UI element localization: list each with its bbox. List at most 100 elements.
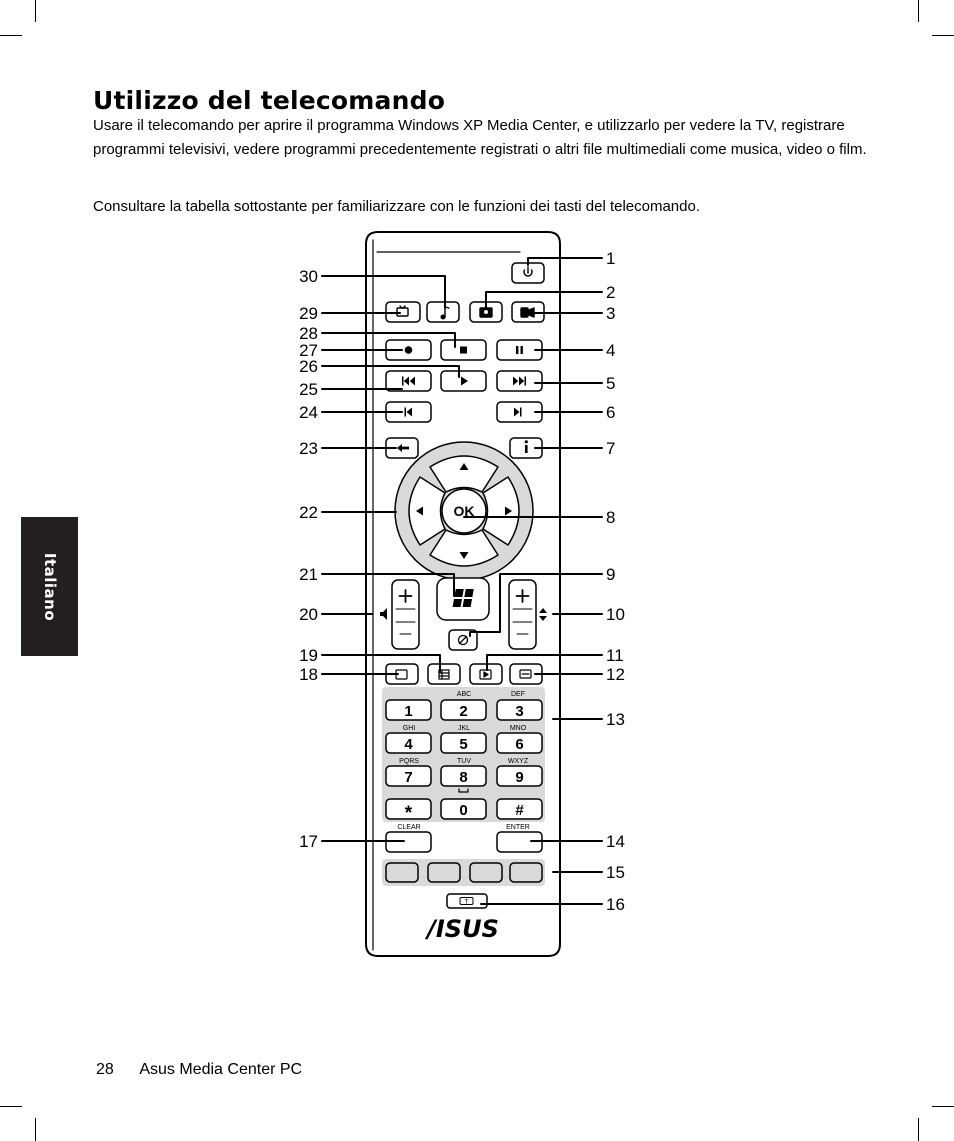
callout-number: 15 [606, 863, 625, 882]
key-6[interactable] [496, 732, 543, 754]
callout-number: 18 [299, 665, 318, 684]
callout-number: 5 [606, 374, 615, 393]
key-5[interactable] [440, 732, 487, 754]
record-icon [404, 346, 413, 354]
page-title: Utilizzo del telecomando [93, 86, 446, 115]
color-buttons-area [382, 859, 545, 886]
ok-button[interactable] [441, 488, 487, 534]
callout-number: 30 [299, 267, 318, 286]
callout-number: 11 [606, 646, 624, 665]
key-3[interactable] [496, 699, 543, 721]
callout-number: 19 [299, 646, 318, 665]
crop-mark [932, 1106, 954, 1107]
volume-plus-icon [398, 589, 413, 603]
teletext-button[interactable] [446, 893, 488, 909]
callout-number: 21 [299, 565, 318, 584]
instruction-paragraph: Consultare la tabella sottostante per fa… [93, 198, 701, 215]
callout-number: 12 [606, 665, 625, 684]
crop-mark [0, 1106, 22, 1107]
my-music-button[interactable] [426, 301, 460, 323]
replay-icon [404, 407, 412, 417]
book-title: Asus Media Center PC [139, 1061, 303, 1078]
dpad-right-button[interactable] [482, 476, 520, 546]
callout-number: 24 [299, 403, 318, 422]
dpad-left-button[interactable] [408, 476, 446, 546]
skip-icon [514, 407, 522, 417]
callout-line-30 [321, 275, 446, 309]
key-0[interactable] [440, 798, 487, 820]
power-icon [523, 266, 533, 277]
key-5-label: 5 [459, 736, 467, 753]
callout-number: 16 [606, 895, 625, 914]
callout-line-21 [321, 573, 455, 597]
guide-button[interactable] [427, 663, 461, 685]
keypad-letters-5: JKL [458, 725, 470, 732]
key-7[interactable] [385, 765, 432, 787]
dpad-up-button[interactable] [429, 455, 499, 493]
crop-mark [0, 35, 22, 36]
key-star[interactable] [385, 798, 432, 820]
callout-number: 29 [299, 304, 318, 323]
clear-label: CLEAR [397, 824, 420, 831]
page-number: 28 [96, 1061, 114, 1078]
callout-number: 8 [606, 508, 615, 527]
dpad-down-button[interactable] [429, 529, 499, 567]
speaker-icon [380, 608, 387, 620]
arrow-down-icon [459, 552, 469, 559]
remote-control-figure: OK [299, 231, 625, 957]
callout-number: 4 [606, 341, 615, 360]
space-icon [458, 788, 469, 793]
dvd-menu-icon [519, 669, 532, 679]
keypad-letters-2: ABC [457, 691, 471, 698]
intro-paragraph: Usare il telecomando per aprire il progr… [93, 117, 867, 158]
keypad-letters-4: GHI [403, 725, 416, 732]
callout-number: 10 [606, 605, 625, 624]
red-button[interactable] [385, 862, 419, 883]
green-button[interactable] [427, 862, 461, 883]
pause-icon-bar [516, 346, 519, 354]
crop-mark [35, 0, 36, 22]
keypad-letters-7: PQRS [399, 758, 419, 765]
crop-mark [932, 35, 954, 36]
volume-rocker [391, 579, 420, 650]
key-9-label: 9 [515, 769, 523, 786]
key-6-label: 6 [515, 736, 523, 753]
arrow-up-icon [459, 463, 469, 470]
video-icon [520, 307, 529, 318]
callout-number: 7 [606, 439, 615, 458]
key-1[interactable] [385, 699, 432, 721]
keypad-letters-6: MNO [510, 725, 527, 732]
callout-number: 3 [606, 304, 615, 323]
arrow-left-icon [416, 506, 423, 516]
key-2-label: 2 [459, 703, 467, 720]
callout-number: 1 [606, 249, 615, 268]
language-tab-label: Italiano [40, 552, 59, 621]
key-hash[interactable] [496, 798, 543, 820]
channel-plus-icon [515, 589, 530, 603]
key-9[interactable] [496, 765, 543, 787]
callout-number: 25 [299, 380, 318, 399]
callout-line-11 [486, 654, 603, 671]
blue-button[interactable] [509, 862, 543, 883]
callout-number: 20 [299, 605, 318, 624]
key-3-label: 3 [515, 703, 523, 720]
channel-rocker [508, 579, 537, 650]
key-4-label: 4 [404, 736, 413, 753]
channel-updown-icon [539, 608, 547, 621]
key-4[interactable] [385, 732, 432, 754]
back-arrow-icon [397, 444, 409, 452]
key-8[interactable] [440, 765, 487, 787]
callout-number: 14 [606, 832, 625, 851]
info-icon-stem [525, 445, 528, 453]
language-tab: Italiano [21, 517, 78, 656]
key-2[interactable] [440, 699, 487, 721]
callout-line-1 [527, 257, 603, 266]
windows-logo-icon [452, 589, 474, 607]
yellow-button[interactable] [469, 862, 503, 883]
callout-line-2 [485, 291, 603, 308]
start-button[interactable] [436, 577, 490, 621]
key-7-label: 7 [404, 769, 412, 786]
mute-icon [457, 634, 469, 646]
keypad-letters-9: WXYZ [508, 758, 529, 765]
guide-icon [438, 669, 450, 680]
